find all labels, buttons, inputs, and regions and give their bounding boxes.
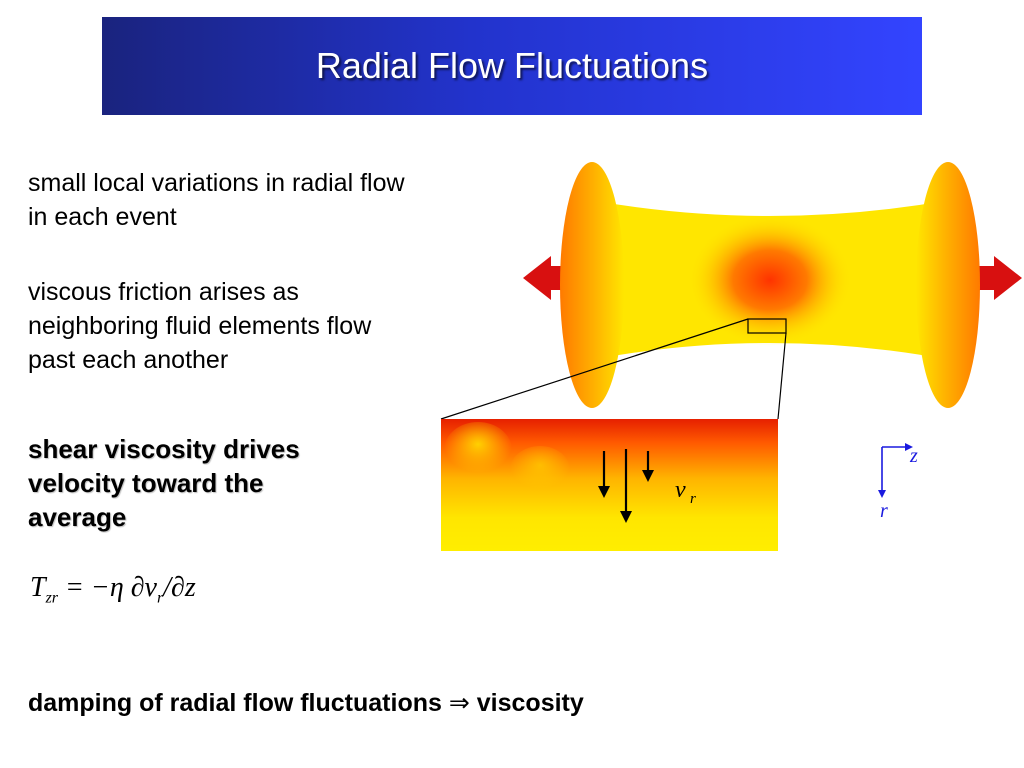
formula-rhs: = −η ∂v bbox=[65, 572, 157, 603]
conclusion-right: viscosity bbox=[476, 689, 584, 717]
conclusion-line: damping of radial flow fluctuations ⇒ vi… bbox=[28, 688, 584, 718]
velocity-subscript: r bbox=[690, 491, 696, 507]
velocity-arrowhead-3 bbox=[642, 470, 654, 482]
right-red-arrow-icon bbox=[975, 256, 1022, 300]
zoom-line-right bbox=[777, 332, 787, 420]
paragraph-viscous-friction: viscous friction arises as neighboring f… bbox=[28, 278, 372, 374]
zoom-selection-box bbox=[747, 318, 787, 334]
velocity-arrows bbox=[598, 449, 654, 523]
zoom-line-left bbox=[440, 318, 749, 420]
coordinate-axes bbox=[878, 443, 913, 498]
axis-r-label: r bbox=[880, 500, 888, 522]
axis-z-label: z bbox=[909, 445, 918, 467]
paragraph-shear-viscosity: shear viscosity drives velocity toward t… bbox=[28, 434, 300, 532]
central-hotspot bbox=[688, 214, 852, 346]
axis-z-arrowhead bbox=[905, 443, 913, 451]
axis-r-arrowhead bbox=[878, 490, 886, 498]
paragraph-local-variations: small local variations in radial flow in… bbox=[28, 169, 405, 231]
formula-T-subscript: zr bbox=[45, 589, 59, 607]
left-disc bbox=[560, 162, 624, 408]
velocity-label: v bbox=[675, 477, 686, 503]
right-disc bbox=[916, 162, 980, 408]
title-bar: Radial Flow Fluctuations bbox=[102, 17, 922, 115]
formula-v-subscript: r bbox=[156, 589, 164, 607]
velocity-arrowhead-1 bbox=[598, 486, 610, 498]
implies-arrow-icon: ⇒ bbox=[448, 689, 470, 717]
formula-tail: /∂z bbox=[163, 572, 196, 603]
zoom-yellow-blob-left bbox=[444, 422, 512, 478]
left-red-arrow-icon bbox=[523, 256, 570, 300]
velocity-arrowhead-2 bbox=[620, 511, 632, 523]
formula-T: T bbox=[30, 572, 46, 603]
slide-title: Radial Flow Fluctuations bbox=[315, 45, 709, 86]
conclusion-left: damping of radial flow fluctuations bbox=[28, 689, 442, 717]
shear-stress-formula: Tzr = −η ∂vr/∂z bbox=[30, 572, 196, 608]
zoom-yellow-blob-mid bbox=[510, 446, 570, 494]
